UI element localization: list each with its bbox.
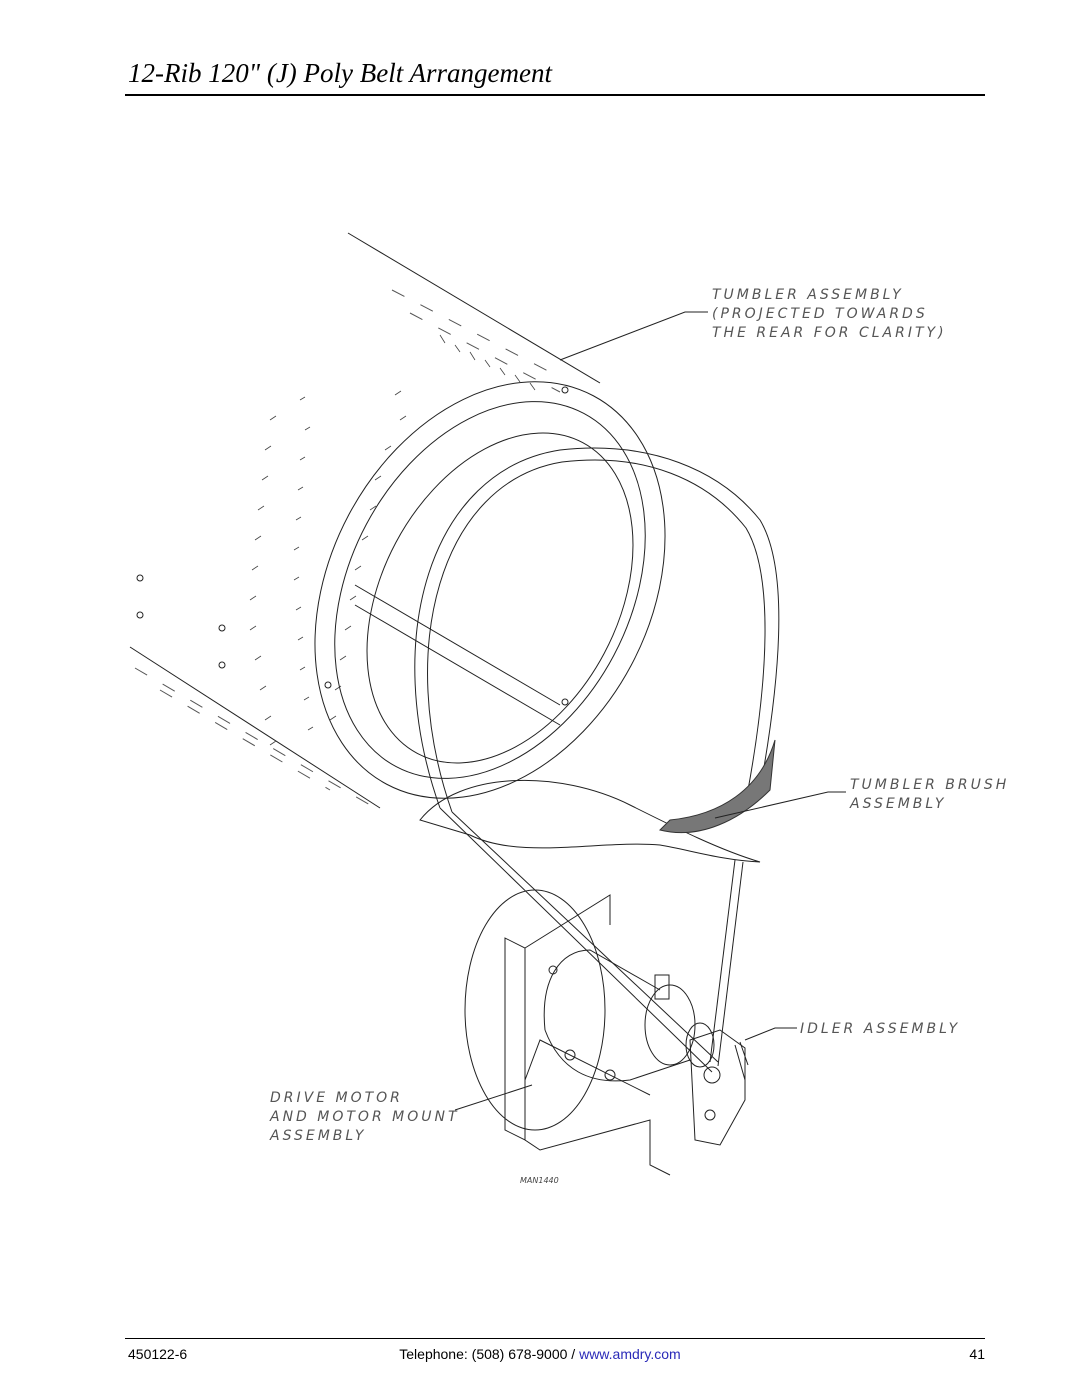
page-title: 12-Rib 120" (J) Poly Belt Arrangement <box>128 58 552 88</box>
motor-label-line2: AND MOTOR MOUNT <box>269 1109 460 1125</box>
brush-label-line1: TUMBLER BRUSH <box>850 777 1009 793</box>
doc-number: 450122-6 <box>128 1346 188 1362</box>
brush-label-line2: ASSEMBLY <box>849 796 946 812</box>
poly-belt-drawing <box>414 447 780 1073</box>
drawing-number: MAN1440 <box>520 1176 559 1185</box>
motor-label-line3: ASSEMBLY <box>269 1128 366 1144</box>
tumbler-assembly-drawing <box>129 232 666 809</box>
page-number: 41 <box>969 1346 985 1362</box>
tumbler-label-line2: (PROJECTED TOWARDS <box>712 306 928 322</box>
website-link[interactable]: www.amdry.com <box>579 1346 681 1362</box>
tumbler-brush-drawing <box>419 739 776 863</box>
title-rule <box>125 94 985 96</box>
motor-label-line1: DRIVE MOTOR <box>270 1090 403 1106</box>
contact-line: Telephone: (508) 678-9000 / www.amdry.co… <box>0 1346 1080 1362</box>
telephone-text: Telephone: (508) 678-9000 / <box>399 1346 576 1362</box>
drive-motor-drawing <box>464 889 749 1176</box>
tumbler-label-line1: TUMBLER ASSEMBLY <box>712 287 904 303</box>
footer-rule <box>125 1338 985 1339</box>
leader-lines <box>454 311 846 1111</box>
tumbler-label-line3: THE REAR FOR CLARITY) <box>712 325 947 341</box>
idler-label: IDLER ASSEMBLY <box>800 1021 960 1037</box>
perforation-hatch <box>249 334 536 746</box>
